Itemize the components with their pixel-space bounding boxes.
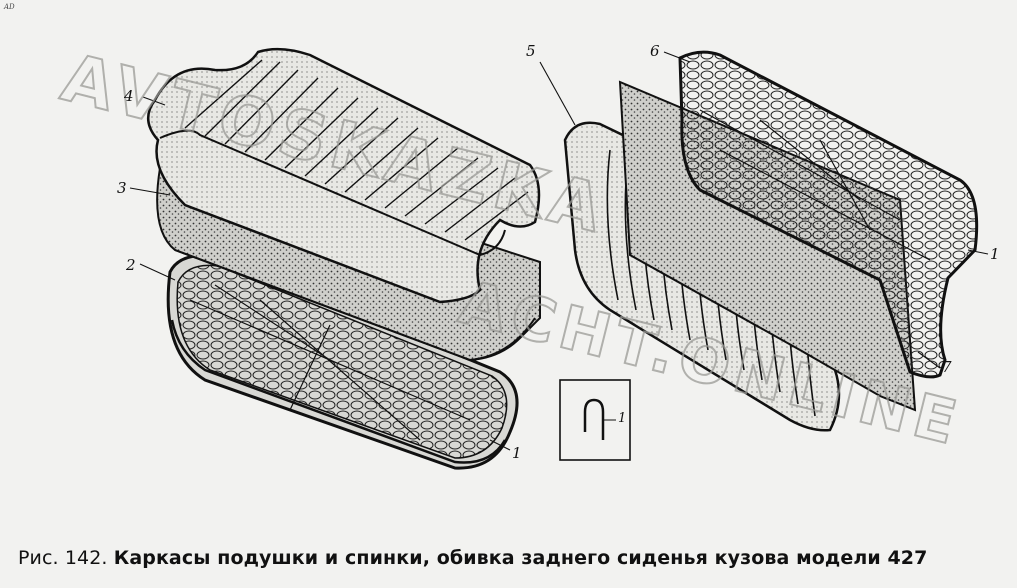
callout-2: 2 [126, 256, 136, 274]
callout-6: 6 [650, 42, 660, 60]
figure-caption: Рис. 142. Каркасы подушки и спинки, обив… [18, 547, 927, 569]
callout-4: 4 [124, 87, 134, 105]
corner-mark: AD [4, 3, 15, 11]
backrest-spring-frame [678, 50, 979, 379]
callout-1-backrest: 1 [990, 245, 1000, 263]
caption-prefix: Рис. 142. [18, 547, 108, 569]
leader-lines [129, 51, 989, 451]
callout-7: 7 [942, 358, 952, 376]
callout-3: 3 [117, 179, 127, 197]
inset-callout: 1 [618, 411, 627, 426]
callout-1-cushion: 1 [512, 444, 522, 462]
caption-title: Каркасы подушки и спинки, обивка заднего… [113, 547, 928, 569]
inset-clip-detail [559, 379, 631, 461]
technical-drawing [129, 47, 989, 470]
callout-5: 5 [526, 42, 536, 60]
cushion-upholstery [147, 47, 541, 304]
